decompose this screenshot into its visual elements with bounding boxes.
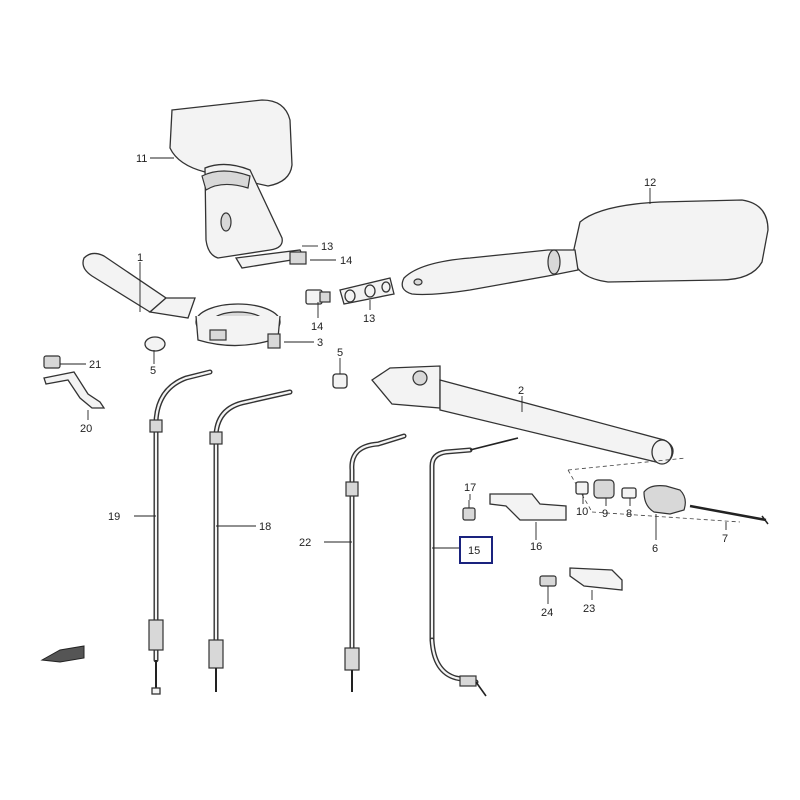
label-part-2: 2: [518, 385, 524, 397]
label-part-15: 15: [468, 545, 480, 557]
clip-10[interactable]: [575, 481, 589, 495]
label-part-24: 24: [541, 607, 553, 619]
nut-8[interactable]: [621, 487, 637, 499]
label-part-9: 9: [602, 508, 608, 520]
cable-15[interactable]: [429, 437, 519, 697]
bracket-23[interactable]: [569, 567, 623, 591]
collar-right[interactable]: [332, 373, 348, 389]
handlebar-left[interactable]: [82, 252, 281, 347]
label-part-14-upper: 14: [340, 255, 352, 267]
rod-7[interactable]: [689, 504, 769, 525]
highlight-box-15: [459, 536, 493, 564]
label-part-7: 7: [722, 533, 728, 545]
label-part-18: 18: [259, 521, 271, 533]
label-part-5-left: 5: [150, 365, 156, 377]
mirror-bracket-plate[interactable]: [234, 249, 307, 269]
label-part-11: 11: [136, 153, 147, 165]
label-part-20: 20: [80, 423, 92, 435]
screw-24[interactable]: [539, 575, 557, 587]
label-part-5-right: 5: [337, 347, 343, 359]
mirror-spacer-set[interactable]: [339, 277, 395, 305]
cable-19[interactable]: [148, 369, 213, 695]
label-part-13-upper: 13: [321, 241, 333, 253]
label-part-13-lower: 13: [363, 313, 375, 325]
label-part-19: 19: [108, 511, 120, 523]
label-part-12: 12: [644, 177, 656, 189]
handlebar-bolt[interactable]: [267, 333, 281, 349]
label-part-10: 10: [576, 506, 588, 518]
label-part-17: 17: [464, 482, 476, 494]
label-part-23: 23: [583, 603, 595, 615]
front-arrow-icon: [40, 645, 85, 663]
handlebar-right[interactable]: [371, 365, 674, 465]
leader-lines: [60, 157, 727, 604]
label-part-21: 21: [89, 359, 101, 371]
label-part-6: 6: [652, 543, 658, 555]
label-part-3: 3: [317, 337, 323, 349]
label-part-16: 16: [530, 541, 542, 553]
bolt-21[interactable]: [43, 355, 61, 369]
label-part-22: 22: [299, 537, 311, 549]
cable-18[interactable]: [208, 389, 293, 692]
cable-22[interactable]: [344, 433, 407, 692]
bracket-20[interactable]: [43, 371, 106, 409]
label-part-1: 1: [137, 252, 143, 264]
part-number-labels: 11 12 13 14 1 14 13 3 5 5 21 2 20 17 10 …: [80, 153, 728, 619]
screw-17[interactable]: [462, 500, 476, 521]
collar-left[interactable]: [144, 336, 166, 352]
mirror-right[interactable]: [401, 199, 769, 296]
lever-holder[interactable]: [489, 493, 567, 521]
label-part-14-lower: 14: [311, 321, 323, 333]
mirror-bolt[interactable]: [305, 289, 331, 305]
bushing-9[interactable]: [593, 479, 615, 499]
mirror-left[interactable]: [169, 99, 293, 259]
grip-6[interactable]: [643, 485, 686, 515]
label-part-8: 8: [626, 508, 632, 520]
